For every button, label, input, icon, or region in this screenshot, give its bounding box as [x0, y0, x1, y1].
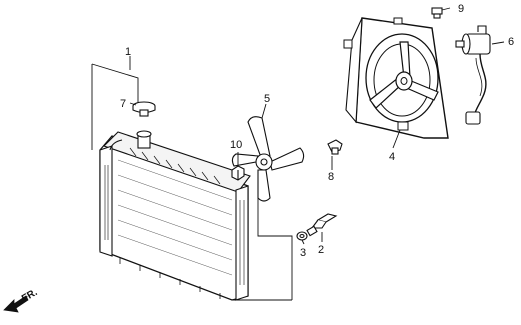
- radiator-assembly-boundary: [91, 63, 293, 301]
- radiator: [99, 130, 251, 301]
- thermoswitch: [306, 213, 338, 237]
- callout-2: 2: [318, 244, 324, 256]
- callout-5: 5: [264, 93, 270, 105]
- callout-7: 7: [120, 98, 126, 110]
- fan-motor: [455, 25, 491, 125]
- callout-3: 3: [300, 247, 306, 259]
- fan-shroud: [343, 17, 449, 139]
- front-arrow-icon: [3, 295, 29, 313]
- callout-8: 8: [328, 171, 334, 183]
- callout-10: 10: [230, 139, 242, 151]
- callout-numbers: 1 2 3 4 5 6 7 8 9 10: [120, 3, 514, 259]
- leader-lines: [129, 7, 505, 245]
- callout-9: 9: [458, 3, 464, 15]
- callout-1: 1: [125, 46, 131, 58]
- callout-6: 6: [508, 36, 514, 48]
- front-label: FR.: [20, 287, 40, 305]
- o-ring: [296, 231, 308, 241]
- radiator-cap: [132, 101, 156, 117]
- front-direction-arrow: FR.: [3, 287, 40, 313]
- callout-4: 4: [389, 151, 395, 163]
- cooling-fan: [231, 116, 305, 202]
- mounting-bolt: [327, 139, 343, 155]
- shroud-bolt: [431, 7, 443, 19]
